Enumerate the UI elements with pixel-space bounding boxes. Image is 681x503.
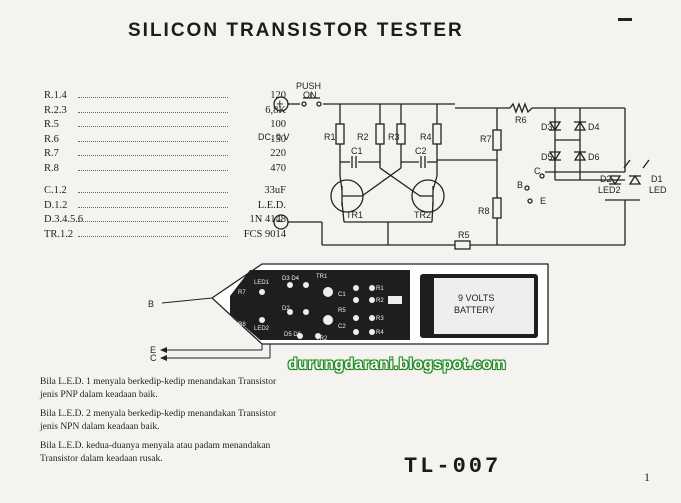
part-value: 100: [270, 119, 286, 130]
minus-terminal: −: [276, 214, 284, 229]
page-title: SILICON TRANSISTOR TESTER: [128, 20, 464, 41]
label-r1: R1: [324, 132, 336, 142]
part-value: 220: [270, 148, 286, 159]
label-e: E: [540, 196, 546, 206]
parts-row: R.8 470: [44, 163, 286, 178]
label-c: C: [534, 166, 541, 176]
label-tr2: TR2: [414, 210, 431, 220]
page-number: 1: [644, 470, 650, 484]
note-npn: Bila L.E.D. 2 menyala berkedip-kedip men…: [40, 409, 277, 432]
parts-row: D.1.2 L.E.D.: [44, 200, 286, 215]
svg-text:R1: R1: [376, 286, 384, 292]
svg-text:LED2: LED2: [254, 326, 270, 332]
probe-c-label: C: [150, 353, 157, 363]
label-led2: LED2: [598, 185, 621, 195]
schematic-labels: PUSH ON + − DC. 9 V R1 R2 R3 R4 C1 C2 TR…: [258, 81, 667, 240]
part-value: 150: [270, 133, 286, 145]
svg-text:R2: R2: [376, 298, 384, 304]
pcb-layout: R7 LED1 D3 D4 TR1 R1 R2 R3 R4 R8 LED2 D2…: [148, 263, 549, 363]
parts-row: R.2.3 6,8K: [44, 105, 286, 120]
label-r4: R4: [420, 132, 432, 142]
part-name: D.1.2: [44, 199, 68, 211]
svg-text:D3 D4: D3 D4: [282, 276, 300, 282]
parts-row: C.1.2 33uF: [44, 185, 286, 200]
svg-text:TR2: TR2: [316, 336, 328, 342]
pcb-label: R7: [238, 290, 246, 296]
label-r7: R7: [480, 134, 492, 144]
label-r2: R2: [357, 132, 369, 142]
part-name: R.5: [44, 119, 59, 130]
svg-text:C2: C2: [338, 324, 346, 330]
label-dc: DC. 9 V: [258, 132, 290, 142]
probe-e-label: E: [150, 345, 156, 355]
probe-b-label: B: [148, 299, 154, 309]
label-push: PUSH: [296, 81, 321, 91]
parts-row: R.5 100: [44, 119, 286, 134]
note-pnp: Bila L.E.D. 1 menyala berkedip-kedip men…: [40, 377, 277, 400]
part-name: R.7: [44, 148, 59, 159]
parts-row: R.7 220: [44, 148, 286, 163]
label-c1: C1: [351, 146, 363, 156]
label-d6: D6: [588, 152, 600, 162]
part-name: R.1.4: [44, 90, 67, 101]
part-name: R.2.3: [44, 104, 67, 116]
watermark: durungdarani.blogspot.com: [288, 356, 507, 373]
label-d5: D5: [541, 152, 553, 162]
label-r8: R8: [478, 206, 490, 216]
part-value: 33uF: [264, 185, 286, 196]
label-d3: D3: [541, 122, 553, 132]
svg-text:R4: R4: [376, 330, 384, 336]
label-r5: R5: [458, 230, 470, 240]
part-value: 1N 4148: [249, 214, 286, 225]
label-b: B: [517, 180, 523, 190]
label-c2: C2: [415, 146, 427, 156]
part-name: R.6: [44, 133, 59, 145]
part-name: C.1.2: [44, 185, 67, 196]
label-led: LED: [649, 185, 667, 195]
part-value: 6,8K: [265, 104, 286, 116]
part-value: 470: [270, 162, 286, 174]
part-name: TR.1.2: [44, 228, 74, 240]
label-r3: R3: [388, 132, 400, 142]
label-d1: D1: [651, 174, 663, 184]
label-d2: D2: [600, 174, 612, 184]
label-d4: D4: [588, 122, 600, 132]
parts-row: D.3.4.5.6 1N 4148: [44, 214, 286, 229]
battery-label-2: BATTERY: [454, 305, 495, 315]
parts-row: R.1.4 120: [44, 90, 286, 105]
svg-text:C1: C1: [338, 292, 346, 298]
battery-label-1: 9 VOLTS: [458, 293, 494, 303]
svg-text:D2: D2: [282, 306, 290, 312]
svg-text:R3: R3: [376, 316, 384, 322]
part-value: FCS 9014: [243, 228, 286, 240]
plus-terminal: +: [276, 96, 284, 111]
part-name: D.3.4.5.6: [44, 214, 84, 225]
notes: Bila L.E.D. 1 menyala berkedip-kedip men…: [40, 376, 290, 472]
svg-text:R5: R5: [338, 308, 346, 314]
parts-row: R.6 150: [44, 134, 286, 149]
svg-text:TR1: TR1: [316, 274, 328, 280]
label-r6: R6: [515, 115, 527, 125]
svg-text:LED1: LED1: [254, 280, 270, 286]
svg-text:R8: R8: [238, 322, 246, 328]
part-value: L.E.D.: [257, 199, 286, 211]
svg-text:D5 D6: D5 D6: [284, 332, 302, 338]
label-tr1: TR1: [346, 210, 363, 220]
parts-row: TR.1.2 FCS 9014: [44, 229, 286, 244]
note-broken: Bila L.E.D. kedua-duanya menyala atau pa…: [40, 441, 271, 464]
model-number: TL-007: [404, 454, 502, 479]
corner-mark: [618, 18, 632, 21]
label-on: ON: [303, 90, 317, 100]
part-name: R.8: [44, 162, 59, 174]
part-value: 120: [270, 90, 286, 101]
